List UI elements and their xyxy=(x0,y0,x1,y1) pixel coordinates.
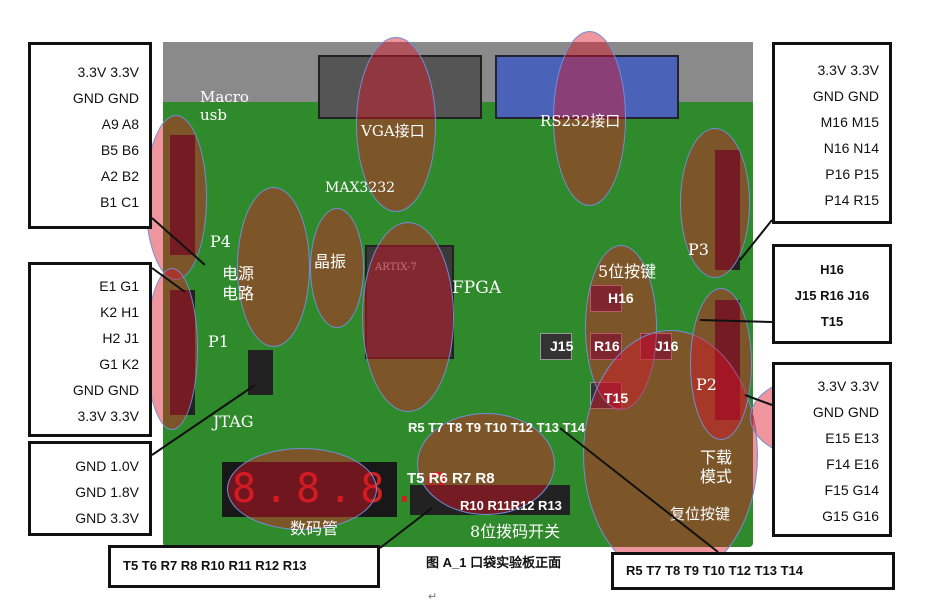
highlight-seg xyxy=(227,448,377,530)
callout-p1-pins: E1 G1 K2 H1 H2 J1 G1 K2 GND GND 3.3V 3.3… xyxy=(28,262,152,437)
callout-jtag-pins: GND 1.0V GND 1.8V GND 3.3V xyxy=(28,441,152,536)
highlight-fpga xyxy=(362,222,454,412)
label-p1: P1 xyxy=(208,332,229,351)
label-max3232: MAX3232 xyxy=(325,180,396,196)
label-micro-usb: Macro usb xyxy=(200,88,249,124)
pin-row: GND GND xyxy=(72,90,139,106)
pin-row: 3.3V 3.3V xyxy=(817,378,880,394)
label-dip-pins-a: T5 R6 R7 R8 xyxy=(407,470,495,487)
label-download: 下载 模式 xyxy=(700,448,733,486)
highlight-leds xyxy=(417,413,555,515)
label-crystal: 晶振 xyxy=(314,252,347,271)
callout-keys-pins: H16 J15 R16 J16 T15 xyxy=(772,244,892,344)
pin-row: 3.3V 3.3V xyxy=(77,64,140,80)
highlight-p1 xyxy=(146,268,198,430)
pin-row: 3.3V 3.3V xyxy=(817,62,880,78)
highlight-vga xyxy=(356,37,436,212)
pin-row: GND GND xyxy=(812,88,879,104)
label-power: 电源 电路 xyxy=(222,264,255,303)
pin-row: F14 E16 xyxy=(826,456,879,472)
figure-caption: 图 A_1 口袋实验板正面 xyxy=(426,555,562,570)
pin-row: K2 H1 xyxy=(100,304,139,320)
callout-led-pins: R5 T7 T8 T9 T10 T12 T13 T14 xyxy=(611,552,895,590)
label-seg: 数码管 xyxy=(290,519,339,538)
callout-p4-pins: 3.3V 3.3V GND GND A9 A8 B5 B6 A2 B2 B1 C… xyxy=(28,42,152,229)
pin-row: GND 3.3V xyxy=(75,510,139,526)
label-rs232: RS232接口 xyxy=(540,112,621,130)
pin-row: N16 N14 xyxy=(823,140,879,156)
callout-dip-pins: T5 T6 R7 R8 R10 R11 R12 R13 xyxy=(108,545,380,588)
label-led-pins: R5 T7 T8 T9 T10 T12 T13 T14 xyxy=(408,420,586,435)
pin-row: G1 K2 xyxy=(99,356,139,372)
label-p2: P2 xyxy=(696,375,717,394)
pin-row: GND GND xyxy=(812,404,879,420)
label-reset-key: 复位按键 xyxy=(670,505,731,523)
pin-row: T15 xyxy=(820,314,844,329)
highlight-p2 xyxy=(690,288,752,440)
label-5keys: 5位按键 xyxy=(598,262,657,281)
label-p4: P4 xyxy=(210,232,231,251)
label-dip-pins-b: R10 R11R12 R13 xyxy=(460,498,562,513)
highlight-p4 xyxy=(145,115,207,280)
pin-row: H2 J1 xyxy=(102,330,139,346)
label-fpga: FPGA xyxy=(452,278,502,298)
pin-row: P14 R15 xyxy=(824,192,879,208)
highlight-crystal xyxy=(310,208,364,328)
highlight-power xyxy=(237,187,310,347)
label-key-j15: J15 xyxy=(550,338,574,354)
pin-row: M16 M15 xyxy=(820,114,879,130)
pin-row: B1 C1 xyxy=(100,194,139,210)
label-dip: 8位拨码开关 xyxy=(470,522,561,541)
pin-row: G15 G16 xyxy=(822,508,879,524)
pin-row: R5 T7 T8 T9 T10 T12 T13 T14 xyxy=(626,563,804,578)
pin-row: GND GND xyxy=(72,382,139,398)
pin-row: E1 G1 xyxy=(99,278,139,294)
pin-row: E15 E13 xyxy=(825,430,879,446)
paragraph-mark: ↵ xyxy=(428,591,438,603)
label-jtag: JTAG xyxy=(213,412,254,431)
pin-row: T5 T6 R7 R8 R10 R11 R12 R13 xyxy=(123,558,307,573)
pin-row: 3.3V 3.3V xyxy=(77,408,140,424)
callout-p2-pins: 3.3V 3.3V GND GND E15 E13 F14 E16 F15 G1… xyxy=(772,362,892,537)
pin-row: GND 1.0V xyxy=(75,458,139,474)
pin-row: GND 1.8V xyxy=(75,484,139,500)
pin-row: H16 xyxy=(820,262,844,277)
pin-row: B5 B6 xyxy=(100,142,139,158)
pin-row: P16 P15 xyxy=(825,166,879,182)
label-key-h16: H16 xyxy=(608,290,634,306)
highlight-p3 xyxy=(680,128,750,278)
pin-row: A2 B2 xyxy=(100,168,139,184)
key-j15 xyxy=(540,333,572,360)
pin-row: A9 A8 xyxy=(101,116,139,132)
label-p3: P3 xyxy=(688,240,709,259)
highlight-rs232 xyxy=(553,31,626,206)
label-key-t15: T15 xyxy=(604,390,629,406)
pin-row: F15 G14 xyxy=(824,482,879,498)
pin-row: J15 R16 J16 xyxy=(794,288,870,303)
label-vga: VGA接口 xyxy=(361,122,425,140)
label-key-r16: R16 xyxy=(594,338,620,354)
callout-p3-pins: 3.3V 3.3V GND GND M16 M15 N16 N14 P16 P1… xyxy=(772,42,892,224)
label-key-j16: J16 xyxy=(655,338,679,354)
